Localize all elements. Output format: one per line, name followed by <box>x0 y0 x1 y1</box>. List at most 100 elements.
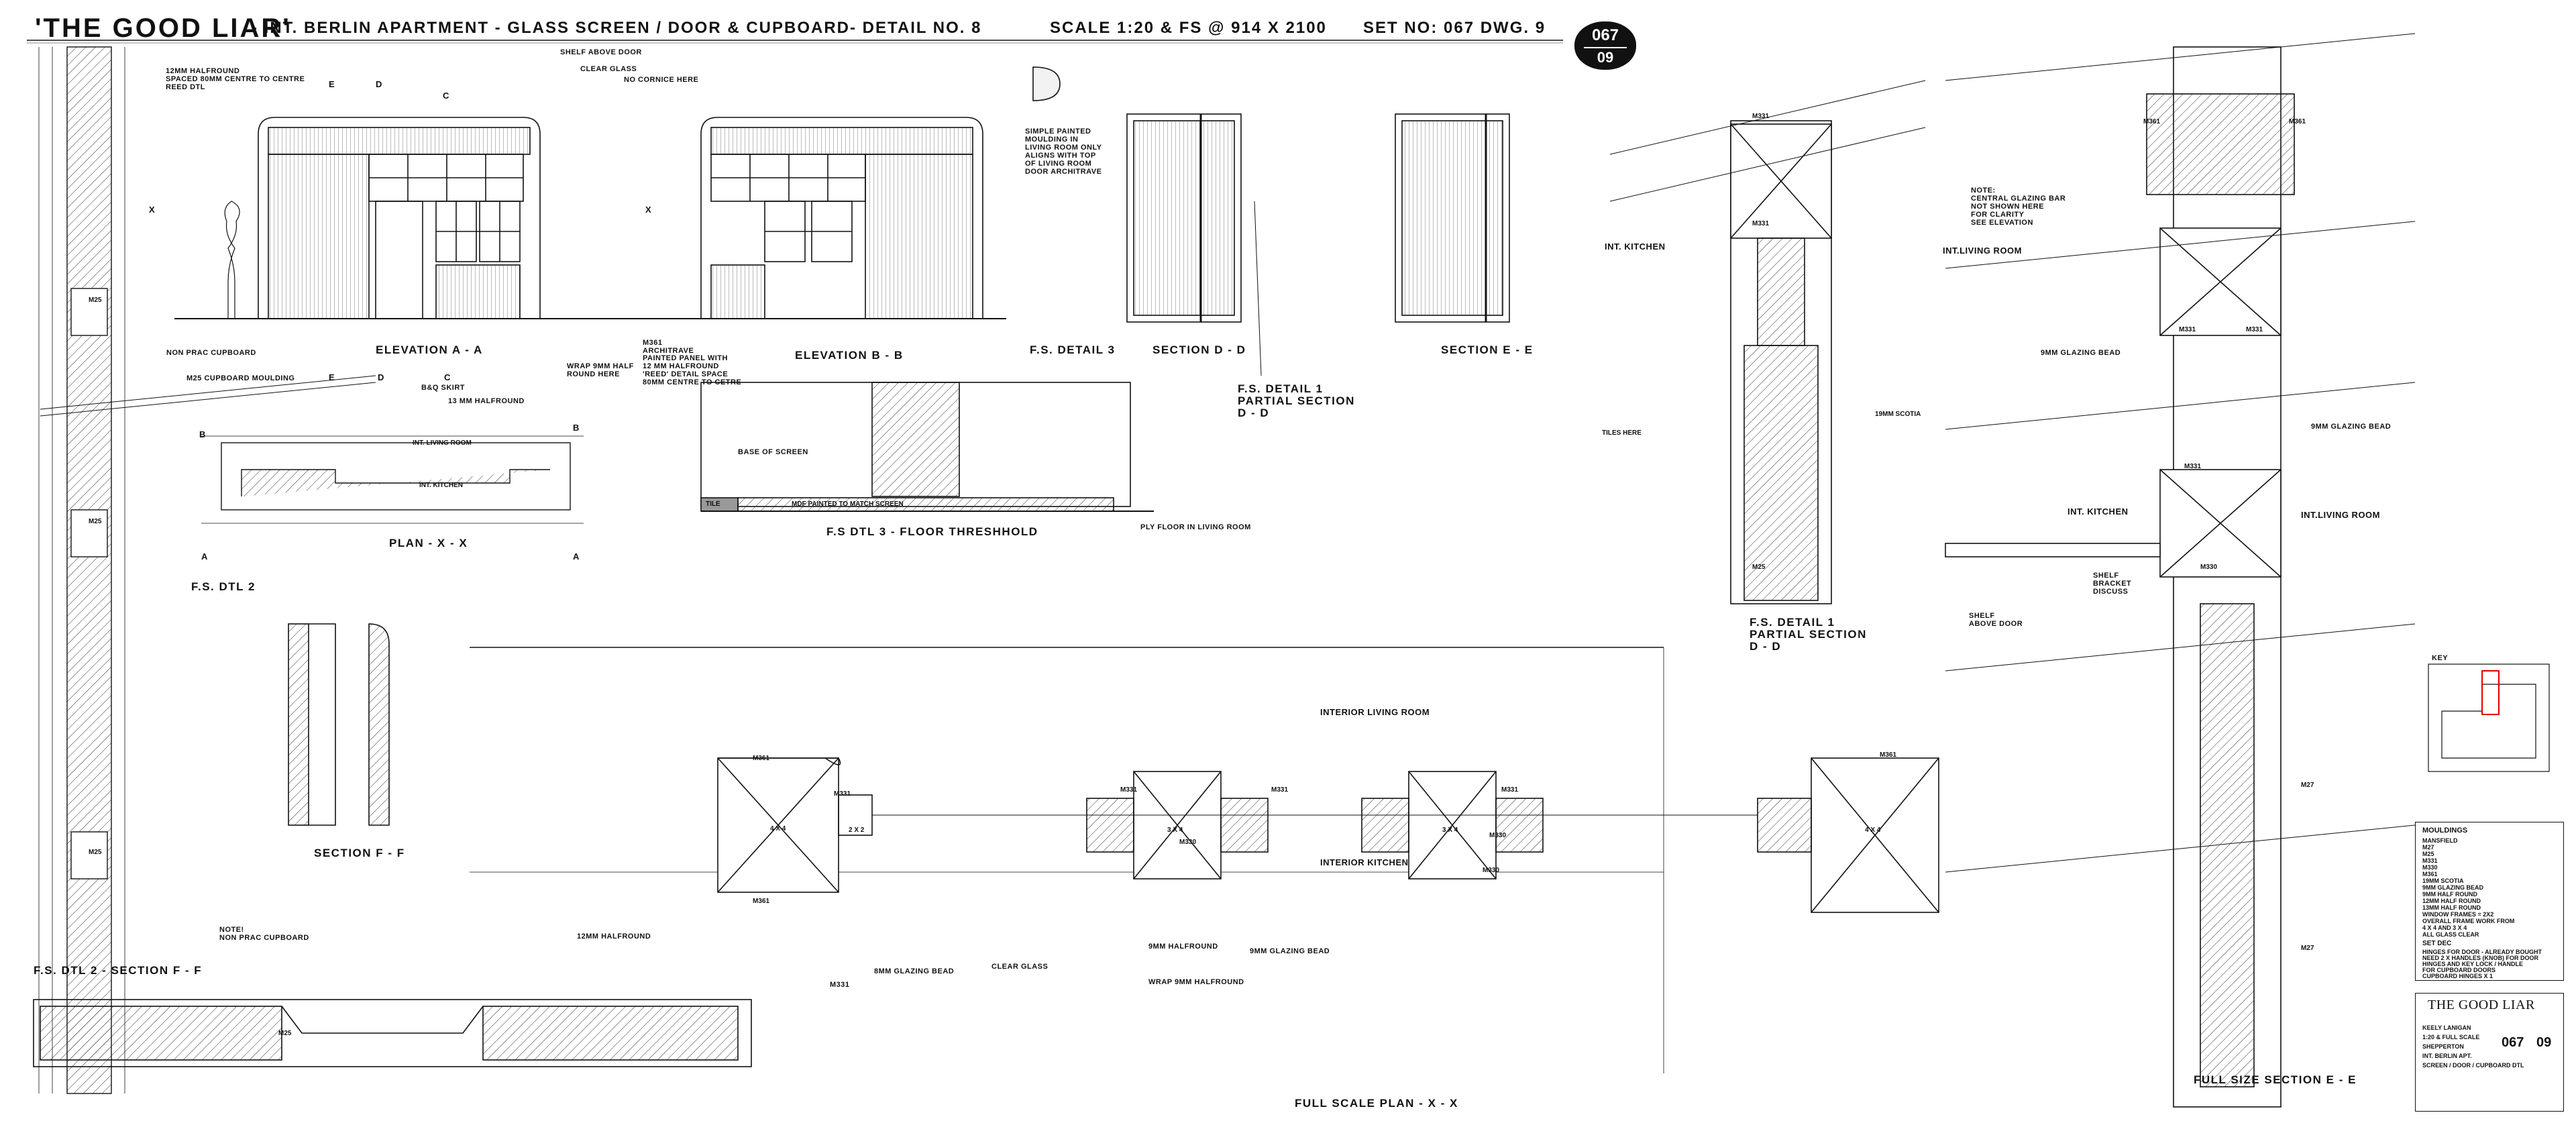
elevation-a-a <box>174 117 644 319</box>
schedule-item: MANSFIELD <box>2422 837 2458 844</box>
caption-elevation-b-b: ELEVATION B - B <box>795 349 904 362</box>
sheet-number-badge: 067 09 <box>1574 21 1636 70</box>
note-non-prac-cupboard: NON PRAC CUPBOARD <box>166 349 256 357</box>
note-halfround-13: 13 MM HALFROUND <box>448 397 525 405</box>
note-glazing-bead-9: 9MM GLAZING BEAD <box>1250 947 1330 955</box>
tag-moulding: M330 <box>1179 839 1197 846</box>
title-block-scale: 1:20 & FULL SCALE <box>2422 1034 2480 1040</box>
caption-fs-detail-1-a: F.S. DETAIL 1 <box>1238 382 1324 395</box>
marker-c: C <box>444 372 451 382</box>
note-halfround-spaced: 12MM HALFROUND SPACED 80MM CENTRE TO CEN… <box>166 67 305 91</box>
note-bq-skirt: B&Q SKIRT <box>421 384 465 392</box>
schedule-item: 9MM HALF ROUND <box>2422 891 2477 898</box>
note-clear-glass-plan: CLEAR GLASS <box>991 963 1049 971</box>
note-shelf-above-door: SHELF ABOVE DOOR <box>560 48 642 56</box>
tag-moulding: M361 <box>2289 118 2306 125</box>
note-int-living-room-right2: INT.LIVING ROOM <box>2301 510 2380 520</box>
plan-x-x <box>201 435 584 524</box>
tag-moulding: M25 <box>278 1030 292 1037</box>
note-m331: M331 <box>830 981 850 989</box>
marker-a: A <box>573 551 580 562</box>
plan-label: 4 X 4 <box>1865 826 1881 834</box>
caption-full-size-section: FULL SIZE SECTION E - E <box>2194 1073 2357 1086</box>
note-glazing-bead-8: 8MM GLAZING BEAD <box>874 967 955 975</box>
caption-fs-detail-1-right-b: PARTIAL SECTION <box>1750 628 1867 641</box>
note-tiles-here: TILES HERE <box>1602 429 1642 437</box>
section-f-f <box>288 623 390 826</box>
note-interior-kitchen: INTERIOR KITCHEN <box>1320 857 1409 867</box>
note-int-living-room-plan: INT. LIVING ROOM <box>413 439 472 447</box>
schedule-item: CUPBOARD HINGES X 1 <box>2422 973 2493 979</box>
tag-moulding: M331 <box>2179 326 2196 333</box>
caption-section-e-e: SECTION E - E <box>1441 343 1534 356</box>
note-tile: TILE <box>706 500 720 508</box>
marker-e: E <box>329 79 335 89</box>
schedule-item: 19MM SCOTIA <box>2422 877 2464 884</box>
tag-moulding: M361 <box>2143 118 2161 125</box>
schedule-item: 13MM HALF ROUND <box>2422 904 2481 911</box>
tag-moulding: M361 <box>1880 751 1897 759</box>
section-d-d <box>1126 113 1262 376</box>
tag-moulding: M330 <box>1483 867 1500 874</box>
schedule-item: OVERALL FRAME WORK FROM <box>2422 918 2515 924</box>
marker-x: X <box>645 205 651 215</box>
tag-moulding: M25 <box>89 518 102 525</box>
caption-full-scale-plan: FULL SCALE PLAN - X - X <box>1295 1097 1458 1110</box>
tag-moulding: M331 <box>834 790 851 798</box>
title-block-dwg-number: 09 <box>2536 1035 2552 1050</box>
drawing-title: 'THE GOOD LIAR' <box>35 13 291 43</box>
left-section-strip <box>38 46 376 1094</box>
schedule-item: M27 <box>2422 844 2434 851</box>
header-rules <box>27 40 1563 44</box>
note-int-kitchen-ee: INT. KITCHEN <box>1605 242 1666 252</box>
schedule-item: HINGES AND KEY LOCK / HANDLE <box>2422 961 2524 967</box>
schedule-item: ALL GLASS CLEAR <box>2422 931 2479 938</box>
note-wrap-halfround: WRAP 9MM HALF ROUND HERE <box>567 362 634 378</box>
tag-moulding: M25 <box>89 849 102 856</box>
badge-set-number: 067 <box>1591 26 1619 44</box>
schedule-item: FOR CUPBOARD DOORS <box>2422 967 2496 973</box>
caption-fs-detail-1-b: PARTIAL SECTION <box>1238 394 1355 407</box>
caption-elevation-a-a: ELEVATION A - A <box>376 343 483 356</box>
note-glazing-bead-right-a: 9MM GLAZING BEAD <box>2041 349 2121 357</box>
drawing-scale: SCALE 1:20 & FS @ 914 X 2100 <box>1050 19 1327 37</box>
caption-fs-detail-1-right-a: F.S. DETAIL 1 <box>1750 616 1835 629</box>
note-halfround-9: 9MM HALFROUND <box>1148 943 1218 951</box>
schedule-item: WINDOW FRAMES = 2X2 <box>2422 911 2494 918</box>
schedule-item: 4 X 4 AND 3 X 4 <box>2422 924 2467 931</box>
note-key: KEY <box>2432 654 2449 662</box>
marker-a: A <box>201 551 208 562</box>
title-block-production: THE GOOD LIAR <box>2428 998 2535 1012</box>
caption-fs-detail-1-c: D - D <box>1238 407 1270 419</box>
set-dec-title: SET DEC <box>2422 940 2452 947</box>
tag-moulding: M361 <box>753 755 770 762</box>
caption-fs-dtl2-section: F.S. DTL 2 - SECTION F - F <box>34 964 203 977</box>
note-non-prac: NOTE! NON PRAC CUPBOARD <box>219 926 309 942</box>
title-block-designer: KEELY LANIGAN <box>2422 1024 2471 1031</box>
note-painted-panel: PAINTED PANEL WITH 12 MM HALFROUND 'REED… <box>643 354 742 386</box>
tag-moulding: M331 <box>1752 113 1770 120</box>
schedule-item: HINGES FOR DOOR - ALREADY BOUGHT <box>2422 949 2542 955</box>
schedule-item: M361 <box>2422 871 2438 877</box>
note-m25-moulding: M25 CUPBOARD MOULDING <box>186 374 295 382</box>
caption-section-f-f: SECTION F - F <box>314 847 405 859</box>
note-shelf-bracket: SHELF BRACKET DISCUSS <box>2093 572 2132 596</box>
caption-fs-dtl2: F.S. DTL 2 <box>191 580 256 593</box>
fs-dtl2-section-strip <box>33 999 752 1067</box>
marker-b: B <box>199 429 206 439</box>
plan-label: 3 X 4 <box>1167 826 1183 834</box>
tag-moulding: M27 <box>2301 945 2314 952</box>
badge-drawing-number: 09 <box>1584 47 1627 67</box>
fs-detail-1-section <box>1609 80 1926 604</box>
caption-section-d-d: SECTION D - D <box>1152 343 1246 356</box>
tag-moulding: M331 <box>1271 786 1289 794</box>
key-diagram <box>2428 663 2550 772</box>
caption-fs-dtl3-floor: F.S DTL 3 - FLOOR THRESHHOLD <box>826 525 1038 538</box>
marker-c: C <box>443 91 449 101</box>
schedule-item: M331 <box>2422 857 2438 864</box>
marker-b: B <box>573 423 580 433</box>
marker-d: D <box>378 372 384 382</box>
